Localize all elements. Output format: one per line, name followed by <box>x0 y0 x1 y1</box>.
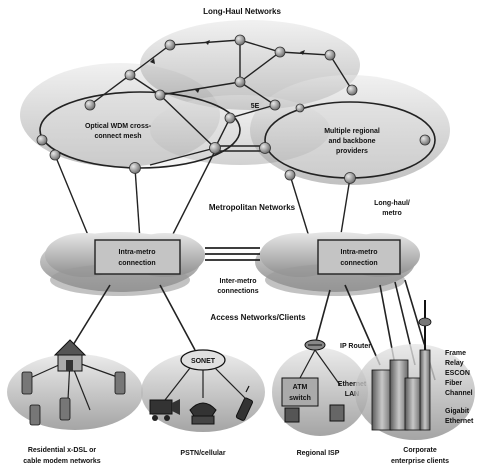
video-camera-icon <box>149 399 180 421</box>
right-intra-metro-label-1: Intra-metro <box>341 249 378 256</box>
svg-text:connections: connections <box>217 288 258 295</box>
building-icons <box>371 300 432 431</box>
metropolitan-title: Metropolitan Networks <box>209 203 296 212</box>
inter-metro-link <box>205 247 260 261</box>
atm-switch-label: ATM switch <box>289 384 311 402</box>
house-icon <box>53 339 87 372</box>
long-haul-nodes <box>36 34 431 184</box>
svg-text:Corporate: Corporate <box>403 447 437 454</box>
svg-text:Ethernet: Ethernet <box>338 381 367 388</box>
link-markers <box>150 40 305 93</box>
inter-metro-label: Inter-metro connections <box>217 278 258 295</box>
svg-text:ESCON: ESCON <box>445 370 470 377</box>
optical-mesh-ring <box>39 91 241 169</box>
svg-text:Frame: Frame <box>445 350 466 357</box>
left-intra-metro-box <box>94 239 181 275</box>
router-icon <box>304 339 326 351</box>
svg-text:Relay: Relay <box>445 360 464 367</box>
gigabit-ethernet-label: Gigabit Ethernet <box>445 408 474 425</box>
svg-text:and backbone: and backbone <box>328 138 375 145</box>
svg-text:cable modem networks: cable modem networks <box>23 458 101 465</box>
svg-text:Fiber: Fiber <box>445 380 462 387</box>
cellphone-icon <box>235 385 254 421</box>
frame-relay-label: Frame Relay ESCON Fiber Channel <box>445 350 473 397</box>
residential-caption: Residential x-DSL or cable modem network… <box>23 447 101 465</box>
telephone-icon <box>189 402 217 425</box>
svg-text:Residential x-DSL or: Residential x-DSL or <box>28 447 97 454</box>
atm-switch-box <box>281 377 319 407</box>
svg-text:connect mesh: connect mesh <box>94 133 141 140</box>
regional-isp-caption: Regional ISP <box>297 450 340 457</box>
access-title: Access Networks/Clients <box>210 313 306 322</box>
left-intra-metro-label-2: connection <box>118 260 155 267</box>
svg-text:ATM: ATM <box>293 384 308 391</box>
modem-icons <box>21 371 126 426</box>
svg-text:enterprise clients: enterprise clients <box>391 458 449 465</box>
svg-text:LAN: LAN <box>345 391 359 398</box>
regional-providers-label: Multiple regional and backbone providers <box>324 128 380 155</box>
svg-text:switch: switch <box>289 395 311 402</box>
svg-text:metro: metro <box>382 210 401 217</box>
isp-links <box>299 349 341 386</box>
corporate-caption: Corporate enterprise clients <box>391 447 449 465</box>
pstn-caption: PSTN/cellular <box>180 450 225 457</box>
svg-text:Multiple regional: Multiple regional <box>324 128 380 135</box>
svg-text:Inter-metro: Inter-metro <box>220 278 257 285</box>
svg-text:Optical WDM cross-: Optical WDM cross- <box>85 123 152 130</box>
svg-text:providers: providers <box>336 148 368 155</box>
link-label-5e: 5E <box>251 103 260 110</box>
optical-mesh-label: Optical WDM cross- connect mesh <box>85 123 152 140</box>
left-intra-metro-label-1: Intra-metro <box>119 249 156 256</box>
ethernet-lan-label: Ethernet LAN <box>338 381 367 398</box>
svg-text:Channel: Channel <box>445 390 473 397</box>
ip-router-label: IP Router <box>340 343 371 350</box>
right-intra-metro-label-2: connection <box>340 260 377 267</box>
server-icons <box>284 404 345 423</box>
pstn-links <box>164 367 246 401</box>
long-haul-title: Long-Haul Networks <box>203 7 281 16</box>
svg-text:Ethernet: Ethernet <box>445 418 474 425</box>
sonet-label: SONET <box>191 358 216 365</box>
right-intra-metro-box <box>317 239 401 275</box>
svg-text:Long-haul/: Long-haul/ <box>374 200 410 207</box>
long-haul-metro-label: Long-haul/ metro <box>374 200 410 217</box>
svg-text:Gigabit: Gigabit <box>445 408 470 415</box>
